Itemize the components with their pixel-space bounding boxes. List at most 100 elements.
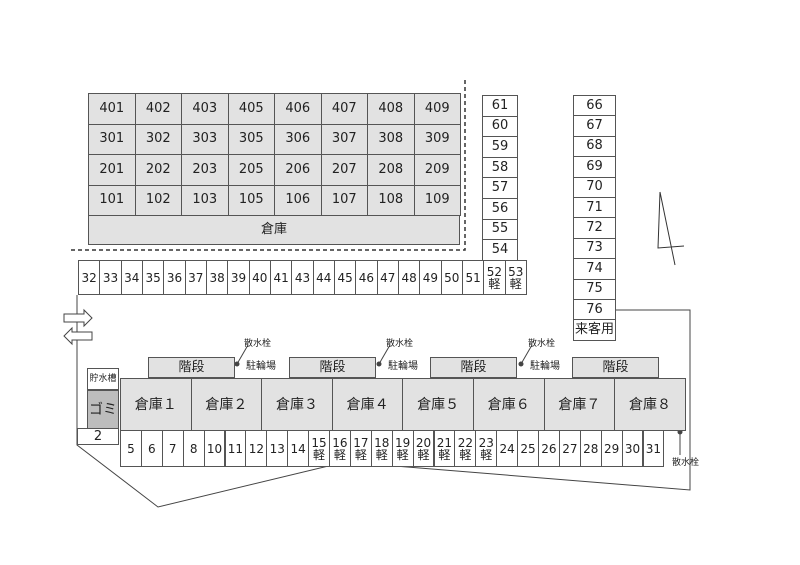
hydrant-markers [234, 344, 683, 455]
unit-107: 107 [320, 184, 368, 216]
parking-spot-34: 34 [120, 260, 143, 295]
unit-309: 309 [413, 123, 461, 155]
parking-spot-49: 49 [419, 260, 442, 295]
unit-101: 101 [88, 184, 136, 216]
bike-parking-1: 駐輪場 [246, 361, 276, 372]
parking-spot-73: 73 [573, 237, 616, 260]
parking-spot-29: 29 [600, 430, 623, 467]
unit-208: 208 [367, 154, 415, 186]
upper-storage: 倉庫 [88, 215, 460, 245]
stairs-1: 階段 [148, 357, 235, 378]
parking-spot-50: 50 [440, 260, 463, 295]
hydrant-label-1: 散水栓 [244, 339, 272, 349]
unit-307: 307 [320, 123, 368, 155]
parking-spot-46: 46 [355, 260, 378, 295]
unit-306: 306 [274, 123, 322, 155]
parking-spot-36: 36 [163, 260, 186, 295]
unit-403: 403 [181, 93, 229, 125]
parking-spot-7: 7 [161, 430, 184, 467]
unit-205: 205 [227, 154, 275, 186]
parking-spot-14: 14 [287, 430, 310, 467]
unit-106: 106 [274, 184, 322, 216]
north-arrow-icon [657, 191, 685, 266]
parking-spot-35: 35 [141, 260, 165, 295]
unit-401: 401 [88, 93, 136, 125]
hydrant-label-4: 散水栓 [672, 458, 700, 468]
unit-109: 109 [413, 184, 461, 216]
out-arrow-icon [63, 326, 93, 346]
unit-203: 203 [181, 154, 229, 186]
parking-spot-31: 31 [642, 430, 665, 467]
bike-parking-2: 駐輪場 [388, 361, 418, 372]
unit-308: 308 [367, 123, 415, 155]
garbage-area: ゴミ [87, 390, 119, 429]
parking-spot-10: 10 [203, 430, 226, 467]
parking-spot-72: 72 [573, 217, 616, 239]
parking-spot-69: 69 [573, 156, 616, 178]
parking-spot-51: 51 [461, 260, 485, 295]
unit-302: 302 [134, 123, 182, 155]
parking-spot-41: 41 [269, 260, 293, 295]
parking-spot-27: 27 [558, 430, 581, 467]
parking-spot-43: 43 [291, 260, 314, 295]
parking-spot-58: 58 [482, 156, 518, 179]
parking-spot-30: 30 [621, 430, 644, 467]
storage-2: 倉庫２ [190, 378, 263, 431]
unit-305: 305 [227, 123, 275, 155]
parking-spot-5: 5 [120, 430, 142, 467]
parking-spot-8: 8 [182, 430, 205, 467]
parking-spot-6: 6 [140, 430, 163, 467]
parking-spot-12: 12 [245, 430, 268, 467]
parking-spot-74: 74 [573, 258, 616, 280]
dashed-boundary [68, 80, 466, 251]
parking-spot-75: 75 [573, 278, 616, 300]
parking-spot-44: 44 [312, 260, 335, 295]
parking-spot-54: 54 [482, 239, 518, 261]
parking-spot-70: 70 [573, 176, 616, 198]
visitor-parking: 来客用 [573, 319, 616, 341]
unit-408: 408 [367, 93, 415, 125]
unit-201: 201 [88, 154, 136, 186]
hydrant-label-2: 散水栓 [386, 339, 414, 349]
parking-spot-47: 47 [376, 260, 399, 295]
unit-103: 103 [181, 184, 229, 216]
parking-spot-76: 76 [573, 299, 616, 321]
storage-8: 倉庫８ [614, 378, 686, 431]
parking-spot-71: 71 [573, 197, 616, 219]
unit-303: 303 [181, 123, 229, 155]
unit-405: 405 [227, 93, 275, 125]
water-tank: 貯水槽 [87, 368, 119, 390]
in-arrow-icon [63, 308, 93, 328]
unit-202: 202 [134, 154, 182, 186]
storage-4: 倉庫４ [331, 378, 404, 431]
parking-spot-13: 13 [266, 430, 289, 467]
storage-6: 倉庫６ [473, 378, 545, 431]
parking-spot-45: 45 [333, 260, 357, 295]
storage-3: 倉庫３ [261, 378, 333, 431]
parking-spot-32: 32 [78, 260, 101, 295]
parking-spot-11: 11 [224, 430, 247, 467]
parking-spot-57: 57 [482, 177, 518, 199]
stairs-4: 階段 [572, 357, 659, 378]
parking-spot-61: 61 [482, 95, 518, 117]
parking-spot-24: 24 [496, 430, 519, 467]
unit-206: 206 [274, 154, 322, 186]
unit-406: 406 [274, 93, 322, 125]
stairs-3: 階段 [430, 357, 517, 378]
parking-spot-33: 33 [99, 260, 122, 295]
bike-parking-3: 駐輪場 [530, 361, 560, 372]
unit-301: 301 [88, 123, 136, 155]
unit-207: 207 [320, 154, 368, 186]
parking-spot-2: 2 [77, 428, 119, 445]
